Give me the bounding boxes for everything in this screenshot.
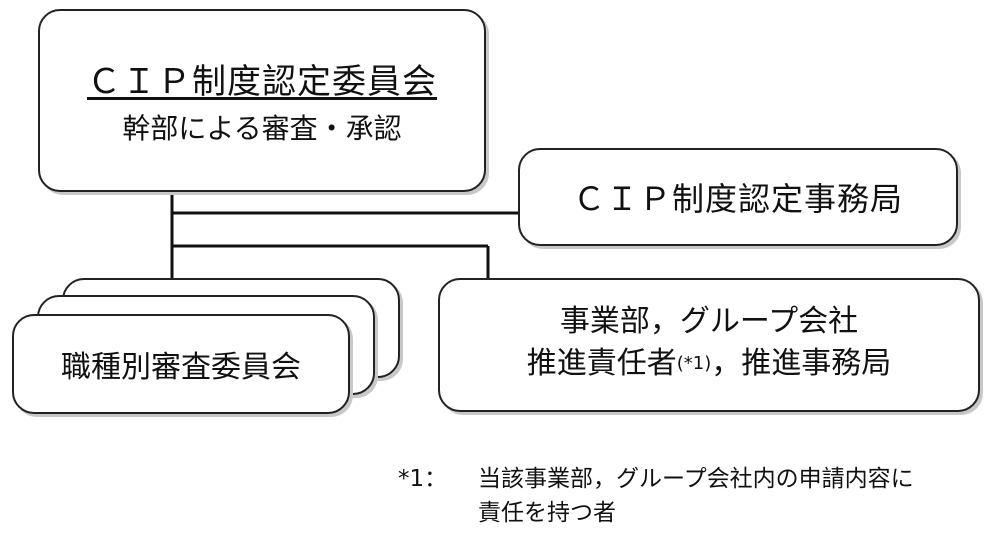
footnote-line2: 責任を持つ者: [478, 500, 616, 526]
division-line2: 推進責任者(*1)，推進事務局: [527, 343, 892, 389]
division-line1: 事業部，グループ会社: [559, 304, 859, 339]
division-line2-tail: ，推進事務局: [711, 346, 892, 381]
cip-committee-box: ＣＩＰ制度認定委員会 幹部による審査・承認: [38, 9, 486, 192]
footnote-mark: *1：: [398, 466, 448, 492]
division-box: 事業部，グループ会社 推進責任者(*1)，推進事務局: [438, 278, 980, 412]
footnote: *1： 当該事業部，グループ会社内の申請内容に 責任を持つ者: [398, 462, 914, 530]
review-label: 職種別審査委員会: [61, 350, 301, 385]
office-label: ＣＩＰ制度認定事務局: [572, 180, 903, 218]
footnote-reference: (*1): [676, 353, 712, 374]
cip-office-box: ＣＩＰ制度認定事務局: [518, 148, 958, 246]
review-committee-box: 職種別審査委員会: [12, 314, 350, 414]
committee-subtitle: 幹部による審査・承認: [122, 112, 402, 145]
committee-title: ＣＩＰ制度認定委員会: [87, 62, 437, 102]
division-line2-text: 推進責任者: [526, 346, 677, 381]
footnote-line1: 当該事業部，グループ会社内の申請内容に: [478, 466, 914, 492]
